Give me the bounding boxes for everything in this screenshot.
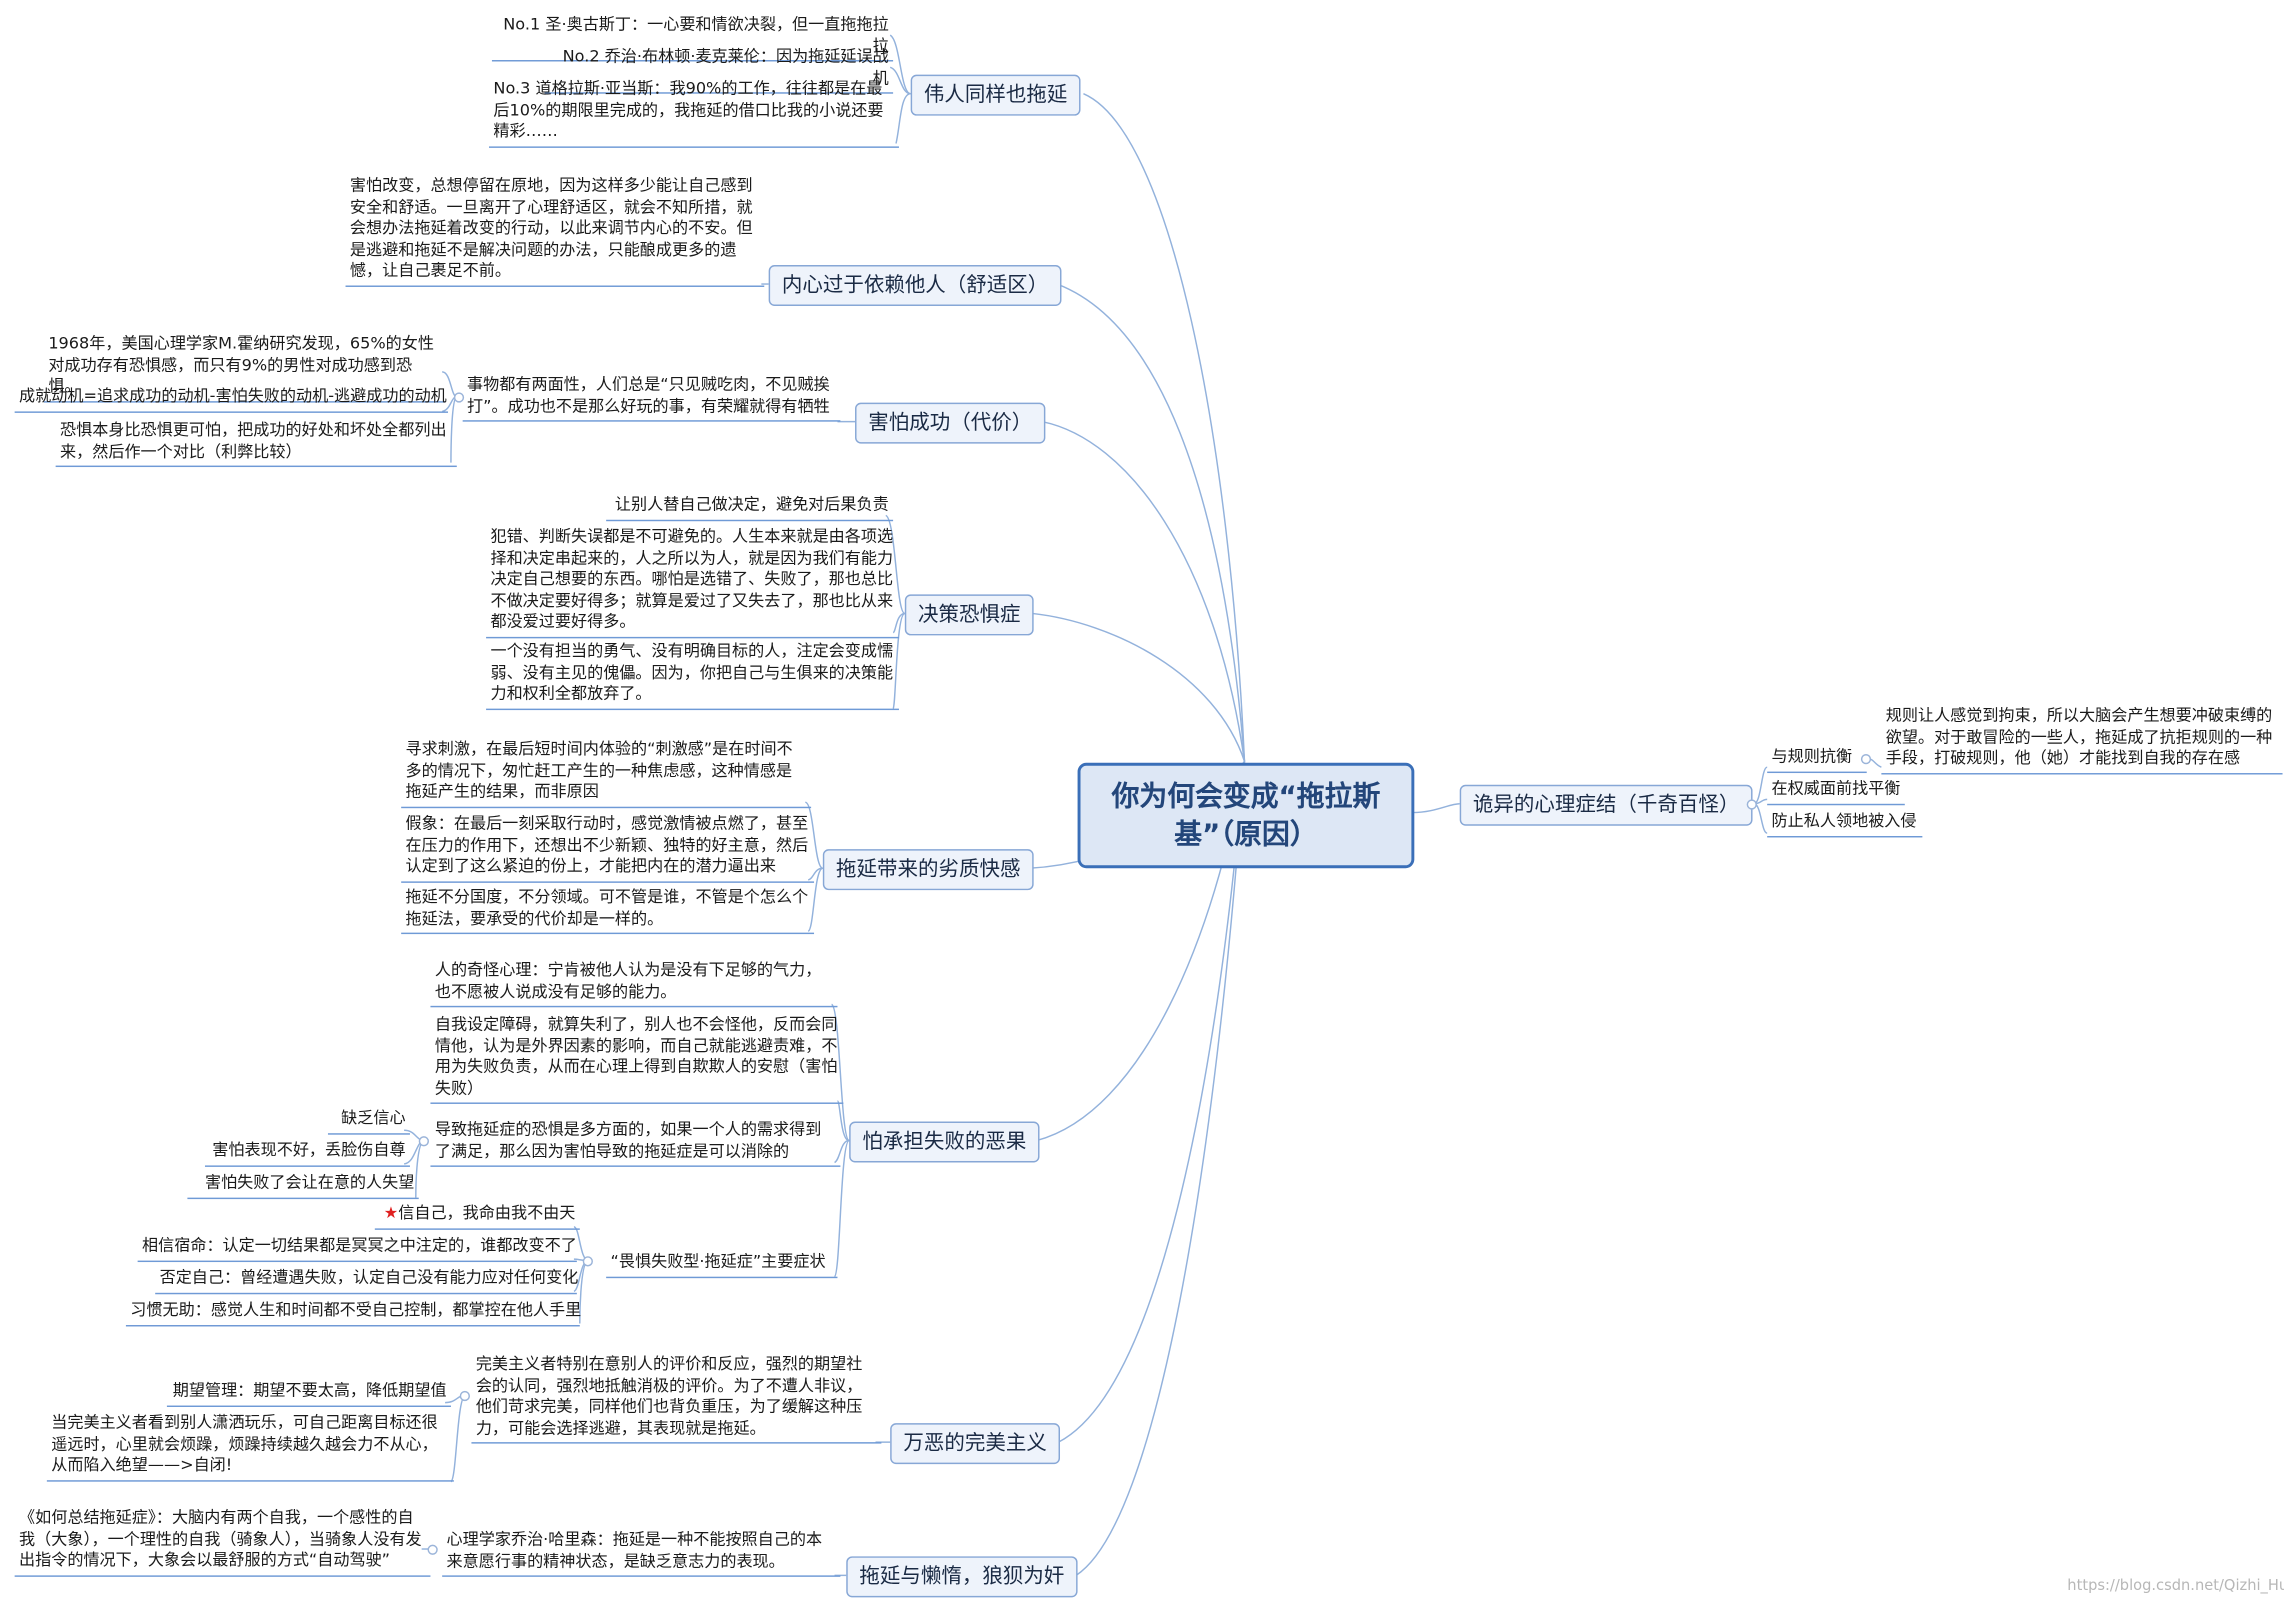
- central-topic-title: 你为何会变成“拖拉斯基”（原因）: [1111, 780, 1381, 851]
- branch-fear-of-success[interactable]: 害怕成功（代价）: [855, 402, 1046, 444]
- leaf-seek-thrill[interactable]: 寻求刺激，在最后短时间内体验的“刺激感”是在时间不多的情况下，匆忙赶工产生的一种…: [401, 739, 812, 808]
- leaf-elephant-rider[interactable]: 《如何总结拖延症》：大脑内有两个自我，一个感性的自我（大象），一个理性的自我（骑…: [14, 1508, 431, 1577]
- leaf-compare-pros-cons[interactable]: 恐惧本身比恐惧更可怕，把成功的好处和坏处全都列出来，然后作一个对比（利弊比较）: [55, 420, 457, 468]
- branch-label: 内心过于依赖他人（舒适区）: [781, 273, 1049, 298]
- leaf-augustine[interactable]: No.1 圣·奥古斯丁：一心要和情欲决裂，但一直拖拖拉拉: [491, 15, 894, 62]
- leaf-strange-psych[interactable]: 人的奇怪心理：宁肯被他人认为是没有下足够的气力，也不愿被人说成没有足够的能力。: [430, 960, 838, 1008]
- branch-label: 万恶的完美主义: [903, 1431, 1047, 1456]
- leaf-perfectionist-despair[interactable]: 当完美主义者看到别人潇洒玩乐，可自己距离目标还很遥远时，心里就会烦躁，烦躁持续越…: [46, 1413, 454, 1481]
- leaf-no-courage[interactable]: 一个没有担当的勇气、没有明确目标的人，注定会变成懦弱、没有主见的傀儡。因为，你把…: [486, 641, 899, 710]
- leaf-self-denial[interactable]: 否定自己：曾经遭遇失败，认定自己没有能力应对任何变化: [155, 1268, 578, 1294]
- leaf-fatalism[interactable]: 相信宿命：认定一切结果都是冥冥之中注定的，谁都改变不了: [137, 1236, 577, 1262]
- collapse-dot[interactable]: [418, 1136, 429, 1147]
- branch-label: 害怕成功（代价）: [868, 411, 1033, 435]
- leaf-two-sides[interactable]: 事物都有两面性，人们总是“只见贼吃肉，不见贼挨打”。成功也不是那么好玩的事，有荣…: [462, 375, 841, 422]
- branch-laziness[interactable]: 拖延与懒惰，狼狈为奸: [846, 1556, 1078, 1598]
- leaf-territory[interactable]: 防止私人领地被入侵: [1767, 811, 1923, 837]
- branch-great-people-delay[interactable]: 伟人同样也拖延: [910, 74, 1081, 116]
- branch-label: 诡异的心理症结（千奇百怪）: [1472, 793, 1740, 817]
- branch-fear-of-failure[interactable]: 怕承担失败的恶果: [849, 1121, 1040, 1163]
- collapse-dot[interactable]: [1746, 799, 1757, 810]
- leaf-mcclellan[interactable]: No.2 乔治·布林顿·麦克莱伦：因为拖延延误战机: [544, 47, 894, 94]
- leaf-against-rules[interactable]: 与规则抗衡: [1767, 747, 1867, 773]
- branch-label: 决策恐惧症: [917, 603, 1021, 627]
- leaf-illusion[interactable]: 假象：在最后一刻采取行动时，感觉激情被点燃了，甚至在压力的作用下，还想出不少新颖…: [401, 814, 815, 883]
- leaf-adams[interactable]: No.3 道格拉斯·亚当斯：我90%的工作，往往都是在最后10%的期限里完成的，…: [489, 79, 899, 148]
- branch-perfectionism[interactable]: 万恶的完美主义: [890, 1423, 1061, 1465]
- branch-label: 伟人同样也拖延: [923, 83, 1068, 107]
- leaf-expectation-mgmt[interactable]: 期望管理：期望不要太高，降低期望值: [166, 1381, 451, 1407]
- branch-decision-fear[interactable]: 决策恐惧症: [904, 594, 1034, 636]
- leaf-mistakes-inevitable[interactable]: 犯错、判断失误都是不可避免的。人生本来就是由各项选择和决定串起来的，人之所以为人…: [486, 527, 899, 638]
- star-icon: ★: [383, 1203, 399, 1223]
- leaf-believe-self-text: 信自己，我命由我不由天: [398, 1203, 576, 1223]
- leaf-comfort-zone-text[interactable]: 害怕改变，总想停留在原地，因为这样多少能让自己感到安全和舒适。一旦离开了心理舒适…: [345, 176, 765, 287]
- leaf-self-handicap[interactable]: 自我设定障碍，就算失利了，别人也不会怪他，反而会同情他，认为是外界因素的影响，而…: [430, 1015, 844, 1104]
- leaf-achievement-motive[interactable]: 成就动机=追求成功的动机-害怕失败的动机-逃避成功的动机: [14, 387, 449, 413]
- leaf-perfectionist[interactable]: 完美主义者特别在意别人的评价和反应，强烈的期望社会的认同，强烈地抵触消极的评价。…: [471, 1354, 882, 1444]
- leaf-cost-same[interactable]: 拖延不分国度，不分领域。可不管是谁，不管是个怎么个拖延法，要承受的代价却是一样的…: [401, 887, 815, 935]
- central-topic[interactable]: 你为何会变成“拖拉斯基”（原因）: [1077, 762, 1415, 869]
- leaf-let-others-decide[interactable]: 让别人替自己做决定，避免对后果负责: [606, 495, 894, 521]
- branch-poor-pleasure[interactable]: 拖延带来的劣质快感: [822, 849, 1034, 891]
- branch-label: 拖延与懒惰，狼狈为奸: [859, 1565, 1065, 1589]
- branch-label: 怕承担失败的恶果: [862, 1130, 1027, 1154]
- leaf-harrison[interactable]: 心理学家乔治·哈里森：拖延是一种不能按照自己的本来意愿行事的精神状态，是缺乏意志…: [442, 1530, 841, 1577]
- collapse-dot[interactable]: [459, 1390, 470, 1402]
- leaf-lack-confidence[interactable]: 缺乏信心: [327, 1108, 410, 1134]
- collapse-dot[interactable]: [582, 1256, 593, 1267]
- watermark-text: https://blog.csdn.net/Qizhi_Hu: [2067, 1578, 2284, 1595]
- leaf-authority-balance[interactable]: 在权威面前找平衡: [1767, 779, 1905, 805]
- collapse-dot[interactable]: [427, 1544, 438, 1555]
- leaf-fear-many-sides[interactable]: 导致拖延症的恐惧是多方面的，如果一个人的需求得到了满足，那么因为害怕导致的拖延症…: [430, 1120, 841, 1167]
- leaf-rules-text[interactable]: 规则让人感觉到拘束，所以大脑会产生想要冲破束缚的欲望。对于敢冒险的一些人，拖延成…: [1881, 706, 2283, 774]
- leaf-learned-helpless[interactable]: 习惯无助：感觉人生和时间都不受自己控制，都掌控在他人手里: [125, 1300, 581, 1326]
- leaf-horner-study[interactable]: 1968年，美国心理学家M.霍纳研究发现，65%的女性对成功存有恐惧感，而只有9…: [43, 334, 446, 402]
- leaf-believe-self[interactable]: ★信自己，我命由我不由天: [374, 1203, 580, 1230]
- collapse-dot[interactable]: [453, 392, 465, 403]
- leaf-fear-disappoint[interactable]: 害怕失败了会让在意的人失望: [187, 1173, 419, 1199]
- leaf-main-symptoms[interactable]: “畏惧失败型·拖延症”主要症状: [606, 1252, 838, 1278]
- branch-comfort-zone[interactable]: 内心过于依赖他人（舒适区）: [768, 265, 1062, 306]
- branch-label: 拖延带来的劣质快感: [836, 857, 1021, 882]
- leaf-fear-bad-performance[interactable]: 害怕表现不好，丢脸伤自尊: [204, 1141, 410, 1167]
- branch-strange-psychology[interactable]: 诡异的心理症结（千奇百怪）: [1459, 784, 1753, 826]
- collapse-dot[interactable]: [1860, 754, 1872, 765]
